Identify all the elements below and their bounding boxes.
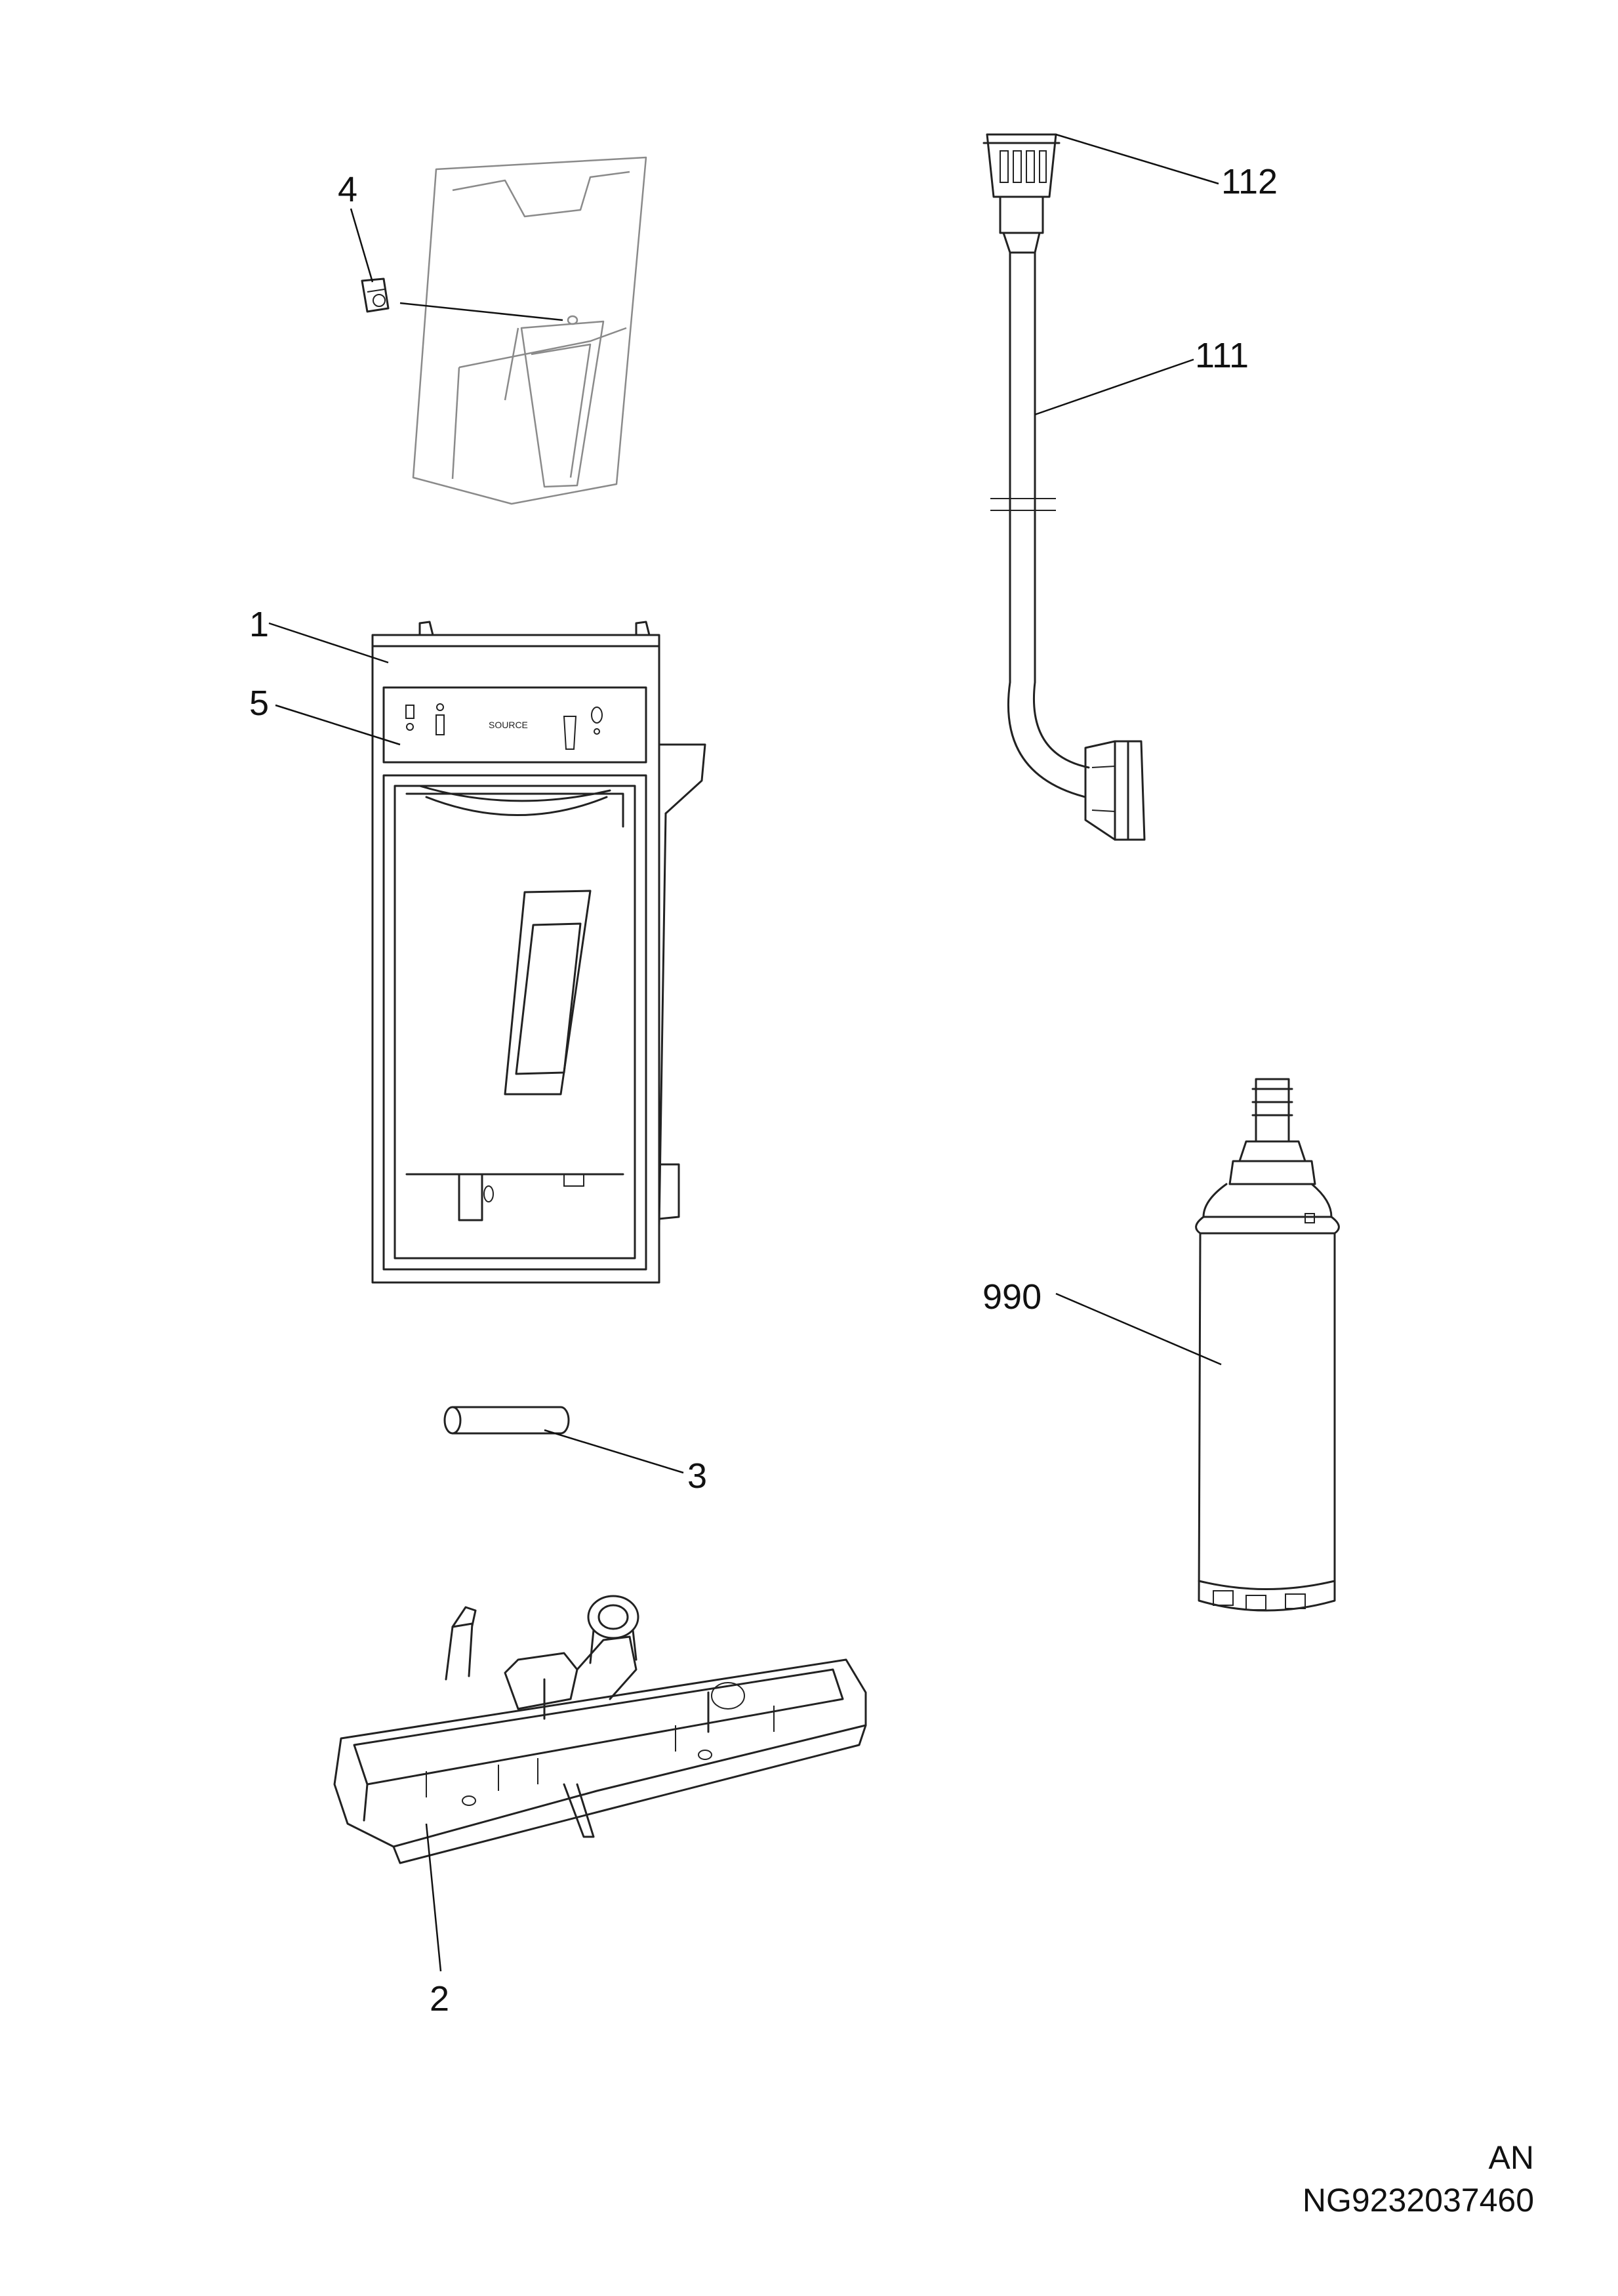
footer-code: AN [1488,2139,1534,2176]
part-2-valve-assembly [333,1595,867,1864]
callout-part-4: 4 [338,170,357,209]
callout-part-112: 112 [1221,162,1278,201]
panel-source-text: SOURCE [489,720,528,730]
callout-part-5: 5 [249,684,269,723]
callout-part-3: 3 [687,1456,707,1496]
part-111-water-tube [990,251,1146,841]
part-1-dispenser-housing [371,621,706,1284]
footer-drawing-number: NG9232037460 [1302,2182,1534,2219]
callout-part-990: 990 [982,1277,1042,1317]
callout-part-1: 1 [249,605,269,644]
part-4-cover-panel-ghost [412,156,647,505]
callout-part-111: 111 [1195,336,1249,375]
callout-part-2: 2 [430,1979,449,2019]
part-990-water-filter [1195,1078,1340,1612]
part-112-tube-cap [982,133,1061,254]
part-3-spacer-tube [443,1406,570,1435]
part-4-clip [361,277,390,313]
part-5-control-panel: SOURCE [382,686,647,764]
